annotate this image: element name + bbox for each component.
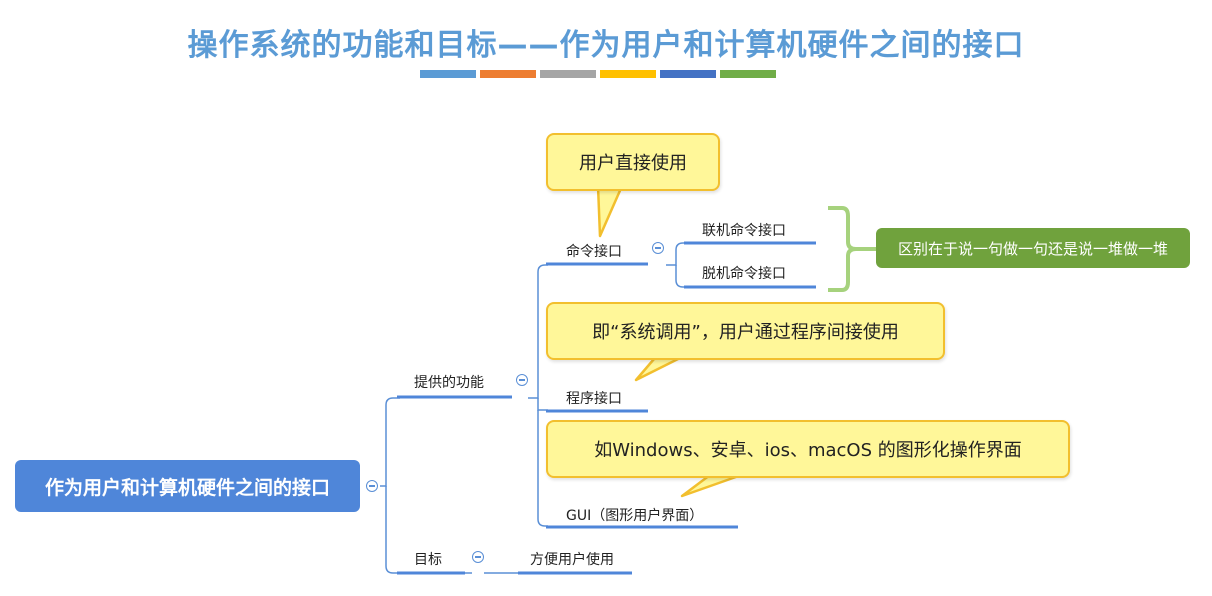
node-command-interface[interactable]: 命令接口 [566, 244, 622, 260]
node-online-command[interactable]: 联机命令接口 [702, 223, 786, 239]
color-bars [420, 70, 776, 78]
node-offline-command[interactable]: 脱机命令接口 [702, 266, 786, 282]
node-program-interface[interactable]: 程序接口 [566, 391, 622, 407]
node-provided-functions[interactable]: 提供的功能 [414, 375, 484, 391]
color-bar [480, 70, 536, 78]
color-bar [600, 70, 656, 78]
node-gui[interactable]: GUI（图形用户界面） [566, 508, 704, 524]
collapse-goal-icon[interactable] [472, 551, 484, 563]
note-difference: 区别在于说一句做一句还是说一堆做一堆 [876, 228, 1190, 268]
color-bar [720, 70, 776, 78]
color-bar [420, 70, 476, 78]
node-goal-convenience[interactable]: 方便用户使用 [530, 552, 614, 568]
root-node[interactable]: 作为用户和计算机硬件之间的接口 [15, 460, 360, 512]
collapse-functions-icon[interactable] [516, 374, 528, 386]
node-goal[interactable]: 目标 [414, 552, 442, 568]
collapse-command-icon[interactable] [652, 242, 664, 254]
collapse-root-icon[interactable] [366, 480, 378, 492]
color-bar [660, 70, 716, 78]
callout-gui-examples: 如Windows、安卓、ios、macOS 的图形化操作界面 [546, 420, 1070, 478]
callout-system-call: 即“系统调用”，用户通过程序间接使用 [546, 302, 945, 360]
color-bar [540, 70, 596, 78]
callout-direct-use: 用户直接使用 [546, 133, 720, 191]
diagram-title: 操作系统的功能和目标——作为用户和计算机硬件之间的接口 [187, 28, 1025, 63]
